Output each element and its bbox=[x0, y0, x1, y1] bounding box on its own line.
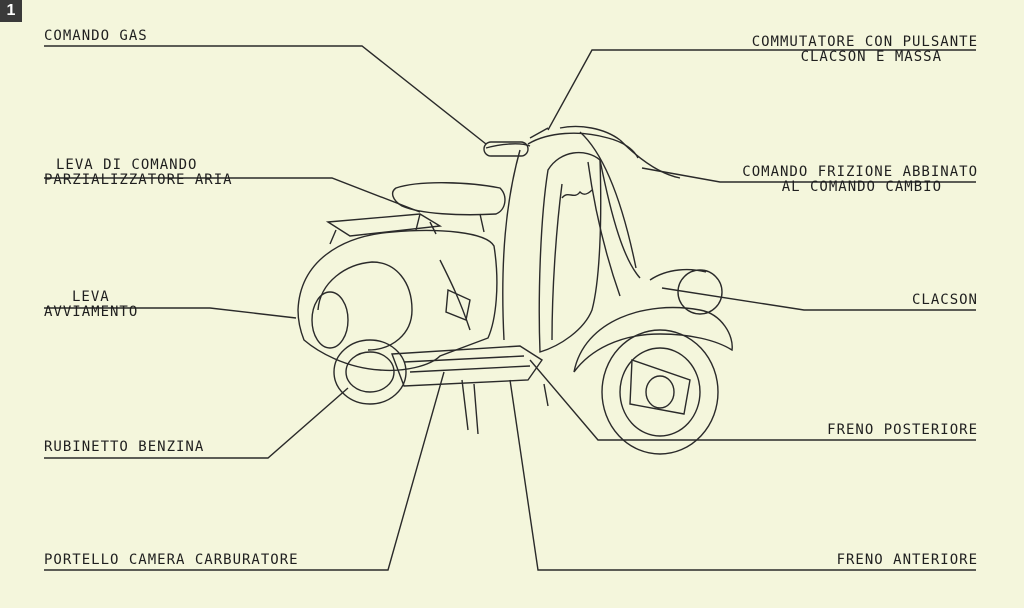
leader-lines bbox=[44, 45, 976, 571]
figure-number-badge: 1 bbox=[0, 0, 22, 22]
label-leva-avviamento: LEVA AVVIAMENTO bbox=[44, 289, 139, 320]
label-freno-posteriore: FRENO POSTERIORE bbox=[827, 422, 978, 438]
label-portello-camera: PORTELLO CAMERA CARBURATORE bbox=[44, 552, 299, 568]
label-rubinetto-benzina: RUBINETTO BENZINA bbox=[44, 439, 205, 455]
label-comando-gas: COMANDO GAS bbox=[44, 28, 148, 44]
label-comando-frizione: COMANDO FRIZIONE ABBINATO AL COMANDO CAM… bbox=[742, 164, 978, 195]
label-clacson: CLACSON bbox=[911, 292, 978, 308]
label-commutatore: COMMUTATORE CON PULSANTE CLACSON E MASSA bbox=[751, 34, 978, 65]
label-freno-anteriore: FRENO ANTERIORE bbox=[836, 552, 978, 568]
label-leva-comando: LEVA DI COMANDO PARZIALIZZATORE ARIA bbox=[44, 157, 233, 188]
